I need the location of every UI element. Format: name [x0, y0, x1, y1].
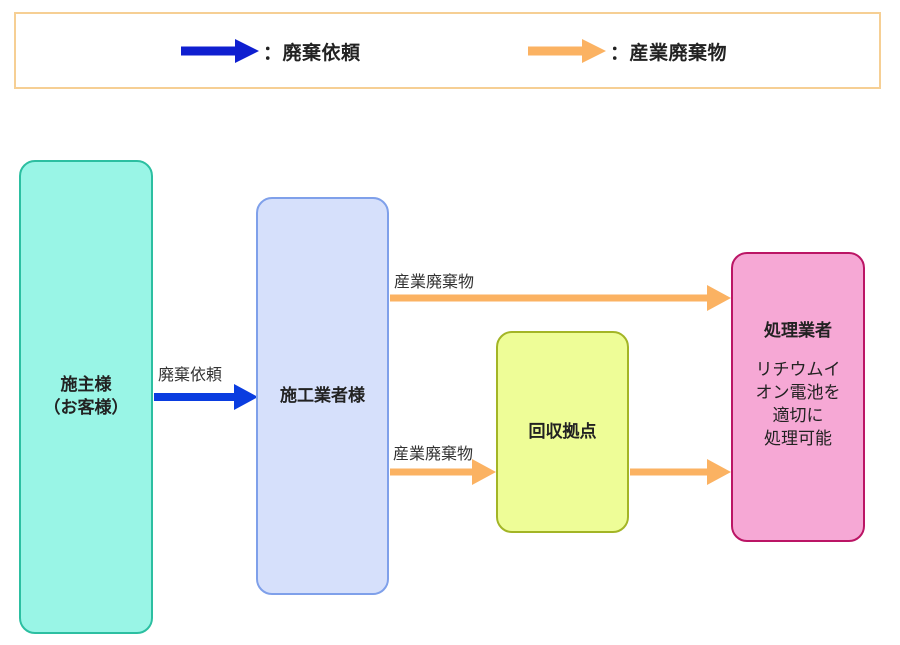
node-processor-desc-line: リチウムイ: [755, 359, 841, 380]
node-processor-desc-line: 適切に: [772, 405, 824, 426]
node-depot: 回収拠点: [496, 331, 629, 533]
edge-label-waste-direct: 産業廃棄物: [394, 272, 475, 291]
node-processor-desc: リチウムイ オン電池を 適切に 処理可能: [756, 359, 841, 451]
node-processor-label: 処理業者: [764, 321, 832, 341]
node-depot-label: 回収拠点: [528, 421, 597, 442]
node-contractor-label: 施工業者様: [280, 385, 365, 406]
legend-label-waste: ：産業廃棄物: [610, 41, 728, 64]
node-contractor: 施工業者様: [256, 197, 389, 595]
node-client: 施主様 （お客様）: [19, 160, 153, 634]
arrow-request: [154, 384, 258, 410]
node-client-line2: （お客様）: [43, 398, 129, 418]
edge-label-waste-depot: 産業廃棄物: [393, 444, 474, 463]
edge-label-request: 廃棄依頼: [158, 365, 223, 384]
legend-label-request: ：廃棄依頼: [263, 41, 361, 64]
arrow-waste-direct: [390, 285, 731, 311]
legend-item-waste: ：産業廃棄物: [526, 36, 727, 66]
node-processor-desc-line: オン電池を: [755, 382, 841, 403]
arrow-waste-depot: [390, 459, 496, 485]
orange-arrow-icon: [528, 39, 606, 63]
node-client-line1: 施主様: [60, 375, 112, 396]
legend-item-request: ：廃棄依頼: [179, 36, 361, 66]
legend: ：廃棄依頼 ：産業廃棄物: [14, 12, 881, 89]
node-processor: 処理業者 リチウムイ オン電池を 適切に 処理可能: [731, 252, 865, 542]
blue-arrow-icon: [181, 39, 259, 63]
arrow-depot-to-processor: [630, 459, 731, 485]
node-processor-desc-line: 処理可能: [764, 428, 832, 449]
